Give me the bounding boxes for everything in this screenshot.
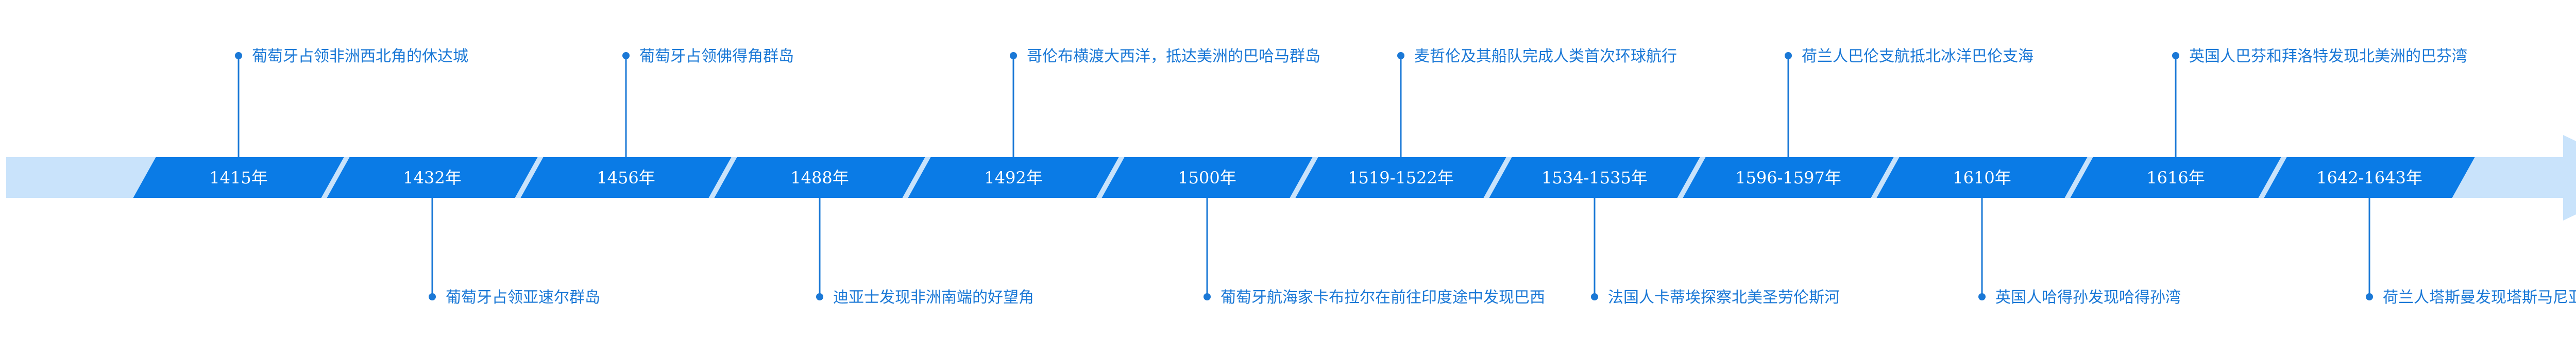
event-description: 葡萄牙航海家卡布拉尔在前往印度途中发现巴西 — [1221, 289, 1545, 307]
event-marker-dot — [429, 293, 436, 300]
event-year-label: 1500年 — [1178, 168, 1236, 188]
event-marker-dot — [1785, 52, 1792, 59]
event-marker-dot — [1204, 293, 1211, 300]
timeline-segment — [1489, 157, 1700, 198]
timeline-segment — [2070, 157, 2281, 198]
event-marker-dot — [2366, 293, 2373, 300]
event-marker-dot — [235, 52, 242, 59]
event-description: 荷兰人巴伦支航抵北冰洋巴伦支海 — [1802, 47, 2033, 65]
event-year-label: 1534-1535年 — [1541, 168, 1648, 188]
event-year-label: 1456年 — [597, 168, 655, 188]
event-description: 葡萄牙占领非洲西北角的休达城 — [252, 47, 468, 65]
timeline-segment — [327, 157, 538, 198]
timeline-segment — [520, 157, 732, 198]
event-description: 哥伦布横渡大西洋，抵达美洲的巴哈马群岛 — [1027, 47, 1320, 65]
event-marker-dot — [1978, 293, 1986, 300]
timeline-segments: 1415年 1432年 1456年 1488年 1492年 1500年 1519-1522年… — [133, 157, 2475, 198]
event-description: 麦哲伦及其船队完成人类首次环球航行 — [1414, 47, 1677, 65]
event-description: 荷兰人塔斯曼发现塔斯马尼亚、新西兰等 — [2383, 289, 2576, 307]
event-description: 法国人卡蒂埃探察北美圣劳伦斯河 — [1608, 289, 1840, 307]
event-description: 英国人巴芬和拜洛特发现北美洲的巴芬湾 — [2189, 47, 2467, 65]
timeline-segment — [1876, 157, 2088, 198]
timeline-segment — [1683, 157, 1894, 198]
event-marker-dot — [1397, 52, 1404, 59]
event-description: 葡萄牙占领佛得角群岛 — [639, 47, 794, 65]
timeline-segment — [1295, 157, 1506, 198]
event-year-label: 1488年 — [790, 168, 849, 188]
event-marker-dot — [816, 293, 823, 300]
event-marker-dot — [2172, 52, 2179, 59]
event-year-label: 1616年 — [2146, 168, 2205, 188]
event-year-label: 1519-1522年 — [1348, 168, 1454, 188]
event-marker-dot — [1010, 52, 1017, 59]
event-marker-dot — [1591, 293, 1598, 300]
timeline-segment — [1101, 157, 1313, 198]
timeline-segment — [2264, 157, 2475, 198]
event-description: 英国人哈得孙发现哈得孙湾 — [1995, 289, 2181, 307]
event-description: 迪亚士发现非洲南端的好望角 — [833, 289, 1034, 307]
timeline-segment — [714, 157, 925, 198]
timeline-segment — [133, 157, 344, 198]
timeline-segment — [908, 157, 1119, 198]
event-marker-dot — [622, 52, 630, 59]
event-year-label: 1642-1643年 — [2316, 168, 2422, 188]
event-year-label: 1415年 — [209, 168, 267, 188]
event-year-label: 1610年 — [1953, 168, 2011, 188]
event-description: 葡萄牙占领亚速尔群岛 — [446, 289, 600, 307]
event-year-label: 1492年 — [984, 168, 1042, 188]
event-year-label: 1432年 — [403, 168, 461, 188]
event-year-label: 1596-1597年 — [1735, 168, 1841, 188]
